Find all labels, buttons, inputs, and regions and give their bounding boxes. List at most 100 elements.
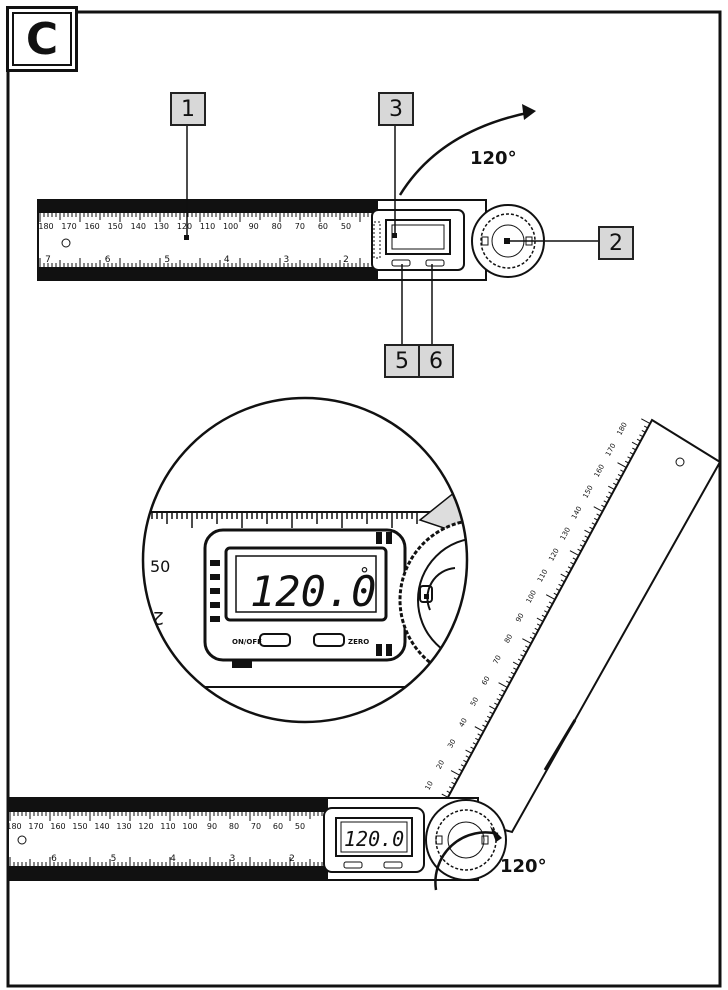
ruler-label: 70 [251, 822, 261, 831]
ruler-label: 50 [341, 222, 351, 231]
diag-tick [510, 671, 515, 675]
ruler-label: 50 [295, 822, 305, 831]
bottom-ruler-top-band [8, 798, 328, 812]
diag-tick [548, 601, 553, 605]
ruler-label: 150 [108, 222, 123, 231]
ruler-label: 160 [85, 222, 100, 231]
ruler-label: 3 [284, 255, 290, 265]
diag-label: 30 [446, 738, 457, 750]
callout-5: 5 [384, 344, 420, 378]
diag-label: 90 [514, 612, 525, 624]
diag-tick [615, 478, 620, 482]
ruler-label: 70 [295, 222, 305, 231]
zoom-zero-label: ZERO [348, 638, 369, 646]
diag-tick [501, 689, 506, 693]
diag-tick [631, 441, 639, 446]
diag-tick [555, 588, 560, 592]
diag-tick [545, 594, 556, 600]
top-ruler-ticks-bottom [39, 258, 377, 267]
diag-tick [639, 434, 644, 438]
diag-tick [643, 425, 648, 429]
diag-tick [629, 451, 634, 455]
top-hinge-pin [504, 238, 510, 244]
top-ruler-top-band [38, 200, 378, 213]
diag-tick [475, 737, 480, 741]
diag-tick [624, 460, 629, 464]
zoom-detail [141, 396, 469, 724]
ruler-label: 80 [272, 222, 282, 231]
bottom-zero-button [383, 861, 403, 869]
diag-label: 110 [536, 568, 549, 584]
diag-tick [582, 539, 587, 543]
ruler-label: 4 [224, 255, 230, 265]
diag-tick [577, 548, 582, 552]
diag-label: 140 [570, 505, 583, 521]
ruler-label: 180 [6, 822, 21, 831]
diag-tick [534, 627, 539, 631]
top-angle-label: 120° [470, 148, 517, 169]
diag-tick [544, 610, 549, 614]
zoom-scale-major: 50 [150, 557, 170, 576]
diag-tick [560, 579, 565, 583]
ruler-label: 160 [50, 822, 65, 831]
figure-letter-badge: C [6, 6, 78, 72]
diag-tick [608, 491, 613, 495]
diag-tick [494, 702, 499, 706]
zoom-display-degree: ° [360, 564, 369, 585]
diag-tick [560, 573, 568, 578]
diag-tick [517, 658, 522, 662]
bottom-angle-label: 120° [500, 856, 547, 877]
zoom-display-screen-inner [235, 555, 377, 613]
diag-tick [513, 667, 518, 671]
zoom-display-screen [224, 546, 388, 622]
bottom-angle-arc [434, 831, 499, 891]
diag-tick [446, 790, 451, 794]
rotation-arrowhead [522, 104, 536, 120]
top-ruler-ticks-top [39, 213, 377, 222]
diag-tick [541, 614, 546, 618]
diag-tick [641, 429, 646, 433]
ruler-label: 3 [230, 854, 236, 864]
diag-tick [522, 638, 532, 644]
diag-tick [460, 764, 465, 768]
rotation-arrow [398, 110, 533, 196]
diag-tick [627, 456, 632, 460]
ruler-label: 140 [131, 222, 146, 231]
zoom-scale-minor: 2 [153, 607, 164, 628]
ruler-label: 170 [28, 822, 43, 831]
ruler-label: 2 [343, 255, 349, 265]
diag-tick [584, 529, 591, 534]
ruler-label: 110 [200, 222, 215, 231]
diag-tick [484, 720, 489, 724]
diag-tick [525, 645, 530, 649]
diagonal-ruler-edge-shadow [543, 719, 577, 771]
diag-tick [470, 746, 475, 750]
zoom-display-grip [210, 560, 220, 622]
diag-tick [450, 770, 461, 776]
diag-label: 70 [492, 654, 503, 666]
zoom-circle-border [141, 396, 469, 724]
diag-tick [613, 482, 618, 486]
diag-label: 60 [480, 675, 491, 687]
diag-tick [601, 504, 606, 508]
zoom-right-grip [376, 532, 392, 656]
top-display-screen [385, 219, 451, 255]
zoom-display-reading: 120.0 [250, 567, 376, 616]
diag-tick [632, 447, 637, 451]
bottom-onoff-button [343, 861, 363, 869]
figure-letter: C [12, 12, 72, 66]
diag-tick [512, 661, 520, 666]
ruler-label: 130 [116, 822, 131, 831]
bottom-ruler-bottom-band [8, 866, 328, 880]
zoom-onoff-button [259, 633, 291, 647]
diagonal-ruler-labels: 1801701601501401301201101009080706050403… [424, 421, 629, 791]
ruler-label: 4 [170, 854, 176, 864]
ruler-label: 5 [111, 854, 117, 864]
ruler-label: 100 [223, 222, 238, 231]
diag-tick [465, 755, 470, 759]
diag-tick [558, 583, 563, 587]
diag-label: 100 [525, 589, 538, 605]
